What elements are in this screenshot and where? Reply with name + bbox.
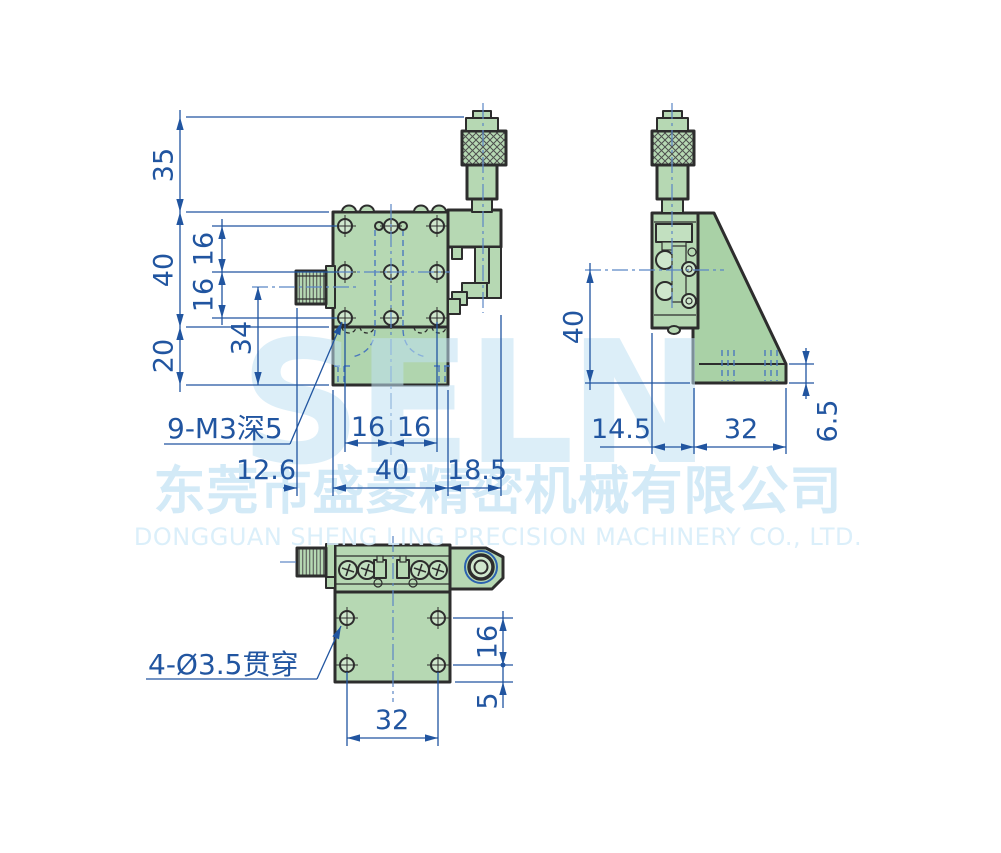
dim-front-col-pitch-left: 16 [351,412,385,443]
leader-through-holes [316,625,342,680]
front-centerlines [252,103,484,455]
dowel-hole [398,221,408,231]
watermark-logo: SELN [239,305,704,503]
leader-thread-holes [289,321,343,445]
dim-front-base-height: 20 [149,339,180,373]
front-mounting-holes [333,214,449,330]
watermark: SELN 东莞市盛菱精密机械有限公司 DONGGUAN SHENG LING P… [134,305,862,551]
dim-front-col-pitch-right: 16 [397,412,431,443]
note-through-holes: 4-Ø3.5贯穿 [148,648,299,681]
front-micrometer [446,110,508,315]
side-centerlines [585,103,724,312]
knurled-thimble [653,132,693,164]
dim-front-mic-offset: 18.5 [447,455,507,486]
bottom-knob [295,543,336,589]
dim-side-axis-height: 40 [559,310,590,344]
front-bottom-dimensions: 16 16 12.6 40 18.5 9-M3深5 [164,308,507,496]
dim-front-knob-length: 12.6 [236,455,296,486]
bottom-rail [333,543,505,594]
front-left-dimensions: 35 40 20 16 16 34 [149,110,464,392]
bottom-dimensions: 16 5 32 4-Ø3.5贯穿 [146,611,513,746]
bottom-centerlines [280,536,394,702]
dim-bottom-hole-edge: 5 [473,692,504,709]
front-knob [294,265,336,309]
knurled-thimble [463,132,505,164]
dim-front-row-pitch-top: 16 [189,232,220,266]
dim-front-body-height: 40 [149,253,180,287]
side-view [585,103,788,385]
watermark-company-en: DONGGUAN SHENG LING PRECISION MACHINERY … [134,523,862,551]
dim-side-base-thickness: 6.5 [813,400,844,443]
side-micrometer [650,110,696,214]
front-view [252,103,508,455]
dim-side-base-width: 32 [724,414,758,445]
dim-front-knob-axis-height: 34 [227,321,258,355]
dowel-hole [374,221,384,231]
dim-front-body-width: 40 [375,455,409,486]
dim-front-row-pitch-bottom: 16 [189,278,220,312]
dim-front-mic-height: 35 [149,148,180,182]
dim-bottom-hole-pitch-y: 16 [473,625,504,659]
dim-side-body-offset: 14.5 [591,414,651,445]
side-dimensions: 40 14.5 32 6.5 [559,263,844,454]
side-bracket [691,211,788,385]
dim-bottom-hole-pitch-x: 32 [375,705,409,736]
watermark-company-cn: 东莞市盛菱精密机械有限公司 [153,462,842,522]
note-thread-holes: 9-M3深5 [167,412,283,445]
bottom-view [280,536,505,702]
